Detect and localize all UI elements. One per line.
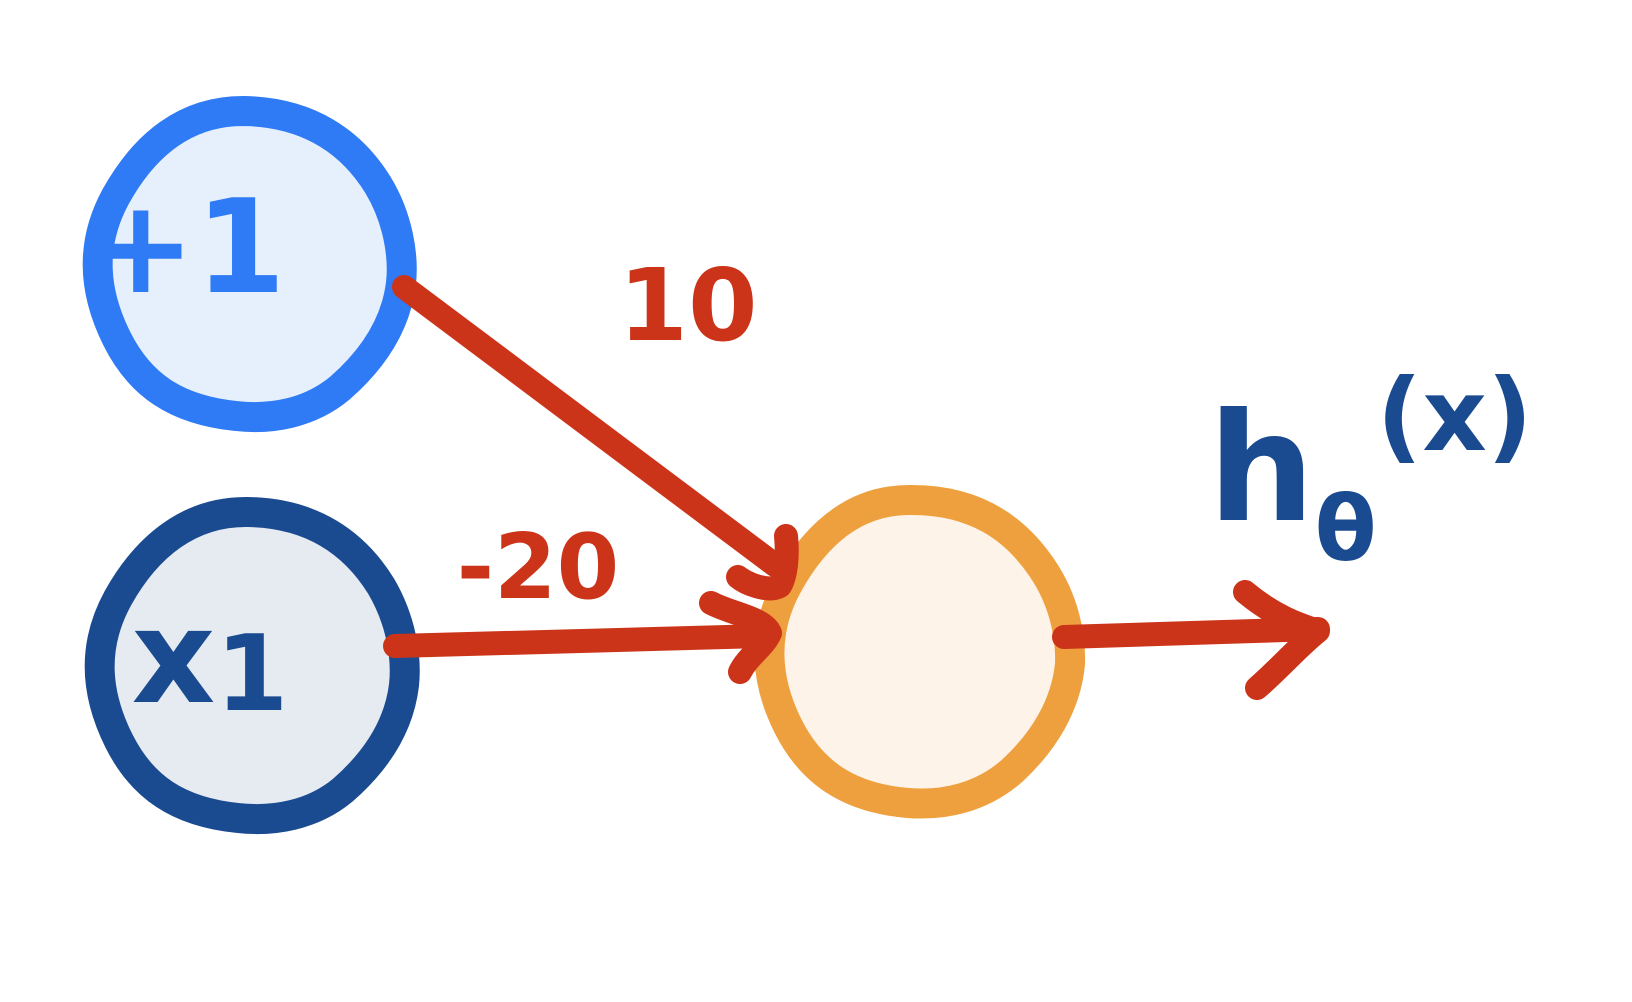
- hypothesis-argument: (x): [1377, 357, 1533, 474]
- arrow-input-to-output: [383, 591, 782, 684]
- hypothesis-theta: θ: [1315, 477, 1377, 582]
- hypothesis-label: hθ(x): [1208, 357, 1533, 582]
- input-node-label-subscript: 1: [215, 613, 288, 735]
- weight-label-input: -20: [457, 515, 620, 620]
- input-node-label: x1: [132, 581, 289, 735]
- hypothesis-h: h: [1208, 382, 1315, 556]
- bias-node-circle: [82, 95, 417, 433]
- arrow-output-to-hypothesis: [1052, 580, 1330, 700]
- input-node-label-main: x: [132, 581, 216, 733]
- arrow-bias-to-output: [392, 275, 799, 601]
- input-node: x1: [84, 496, 420, 835]
- bias-node-label: +1: [86, 171, 285, 323]
- weight-label-bias: 10: [618, 247, 757, 364]
- bias-node: +1: [82, 95, 417, 433]
- output-node: [754, 484, 1086, 819]
- input-node-circle: [84, 496, 420, 835]
- output-node-circle: [754, 484, 1086, 819]
